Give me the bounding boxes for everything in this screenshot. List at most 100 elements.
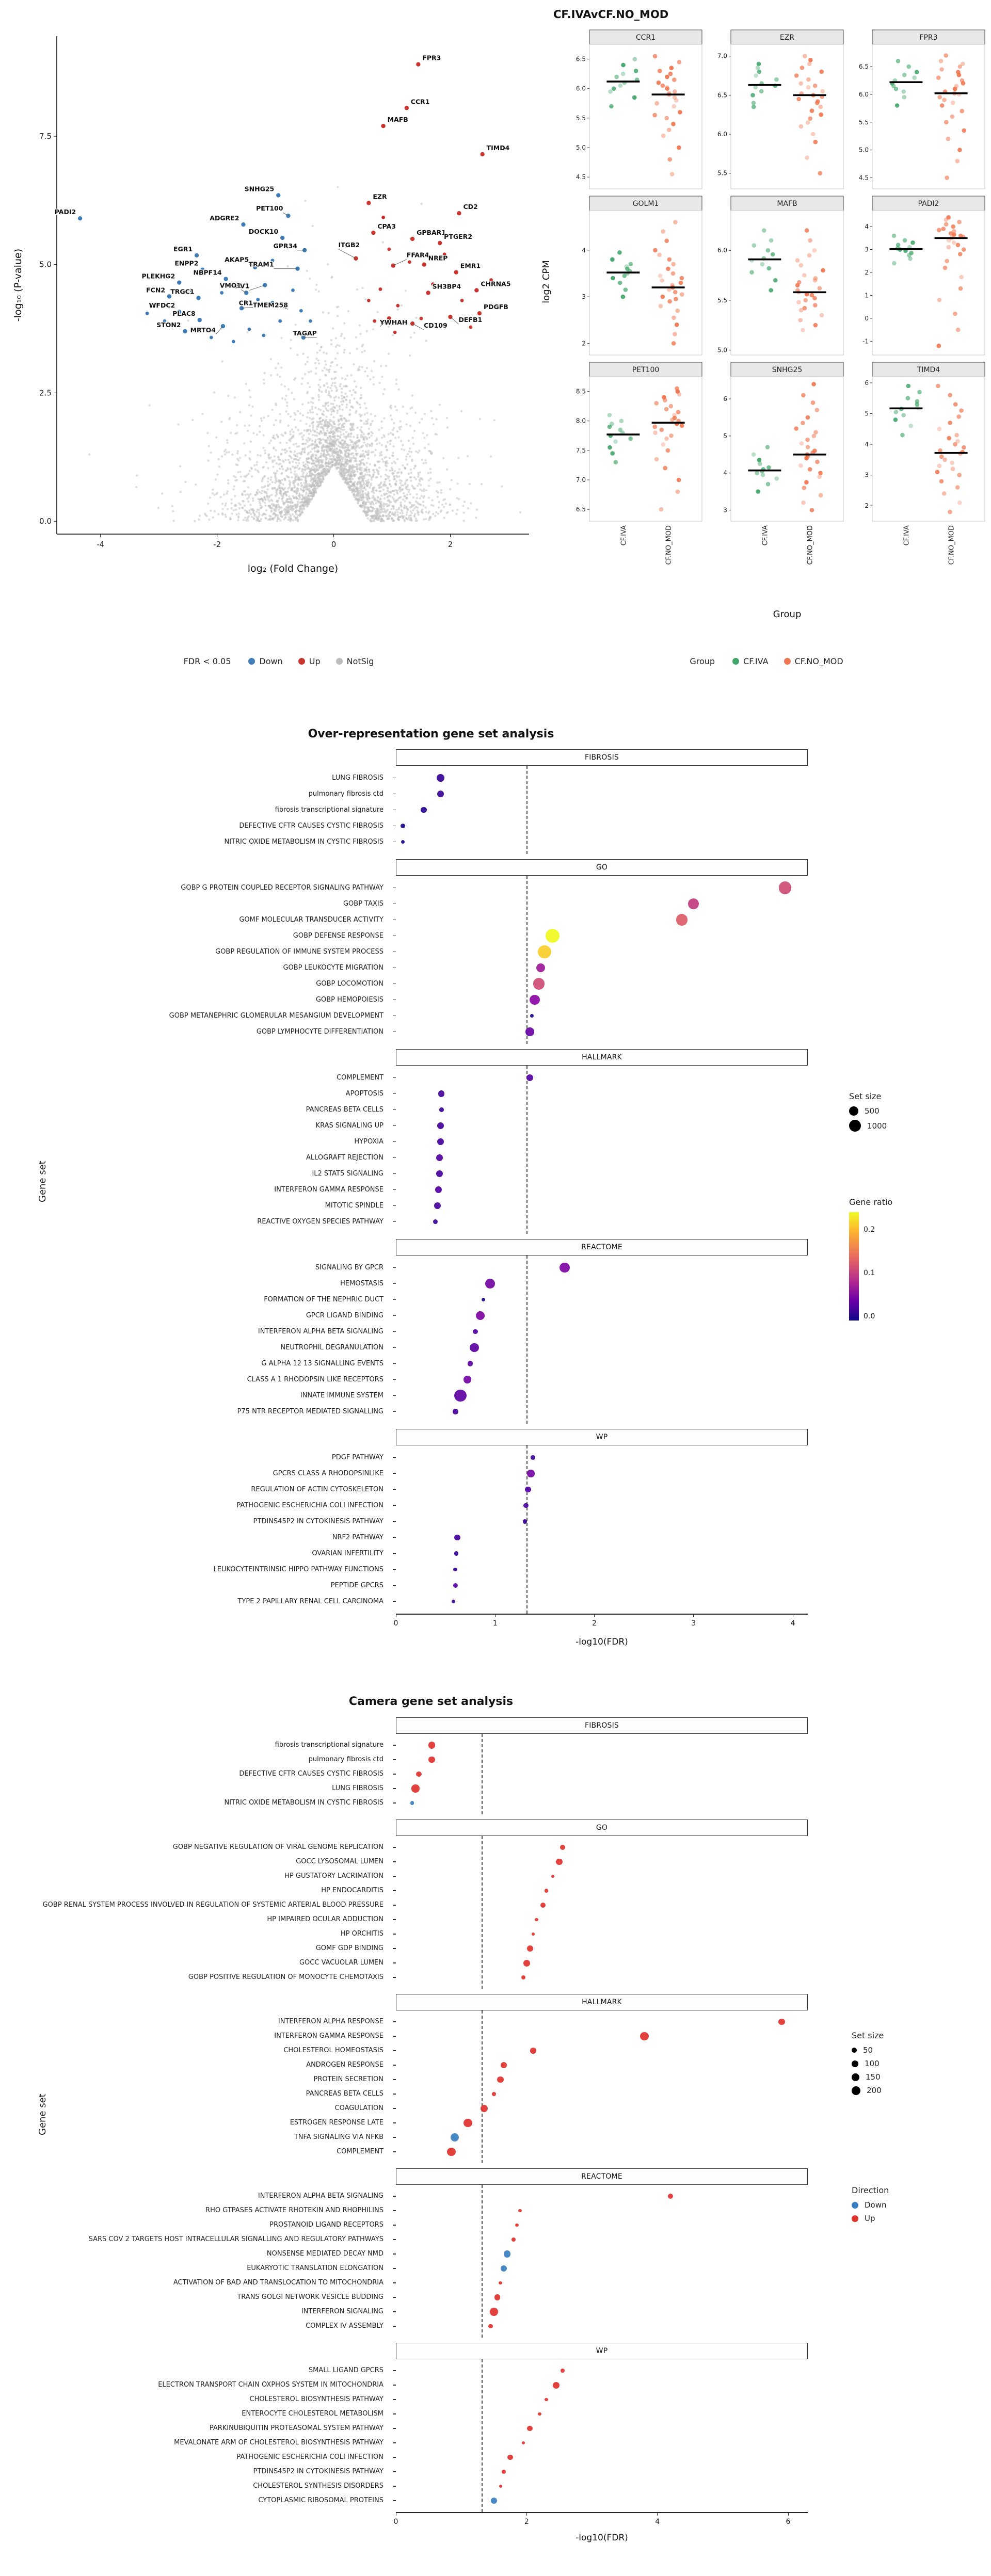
gene-label: TRAM1 <box>249 261 274 268</box>
volcano-notsig-point <box>306 391 309 393</box>
gene-set-dot <box>518 2209 522 2213</box>
gene-set-label: TNFA SIGNALING VIA NFKB <box>294 2133 383 2141</box>
volcano-notsig-point <box>422 501 424 503</box>
volcano-notsig-point <box>370 482 372 485</box>
volcano-notsig-point <box>384 461 387 464</box>
volcano-notsig-point <box>339 408 341 410</box>
volcano-notsig-point <box>316 463 319 466</box>
volcano-notsig-point <box>386 487 389 489</box>
volcano-notsig-point <box>415 496 418 500</box>
volcano-notsig-point <box>466 455 469 458</box>
volcano-notsig-point <box>316 481 319 485</box>
volcano-notsig-point <box>449 503 452 506</box>
expression-point <box>946 136 951 141</box>
volcano-notsig-point <box>336 409 339 412</box>
volcano-notsig-point <box>325 407 327 410</box>
y-axis-tick <box>393 1411 396 1412</box>
volcano-notsig-point <box>429 477 432 480</box>
volcano-notsig-point <box>340 366 343 369</box>
volcano-notsig-point <box>317 477 321 480</box>
volcano-notsig-point <box>172 510 174 512</box>
y-axis-tick <box>393 1601 396 1602</box>
gene-ratio-tick-00: 0.0 <box>864 1312 875 1321</box>
volcano-notsig-point <box>440 509 443 512</box>
facet-strip-label: TIMD4 <box>917 366 940 374</box>
volcano-notsig-point <box>348 457 351 459</box>
gene-label: CD109 <box>424 321 447 329</box>
volcano-notsig-point <box>258 513 261 516</box>
volcano-notsig-point <box>201 412 204 415</box>
volcano-notsig-point <box>301 414 305 417</box>
volcano-up-point <box>387 247 391 251</box>
volcano-notsig-point <box>408 501 411 504</box>
direction-legend-title: Direction <box>852 2185 889 2195</box>
gene-ratio-colorbar-wrap: 0.2 0.1 0.0 <box>849 1212 892 1321</box>
expression-point <box>654 401 659 406</box>
volcano-notsig-point <box>286 476 290 478</box>
volcano-notsig-point <box>432 423 435 426</box>
volcano-notsig-point <box>305 493 308 496</box>
volcano-gene-point <box>457 211 461 216</box>
volcano-notsig-point <box>250 468 253 470</box>
volcano-notsig-point <box>292 443 295 446</box>
volcano-notsig-point <box>313 430 316 432</box>
volcano-notsig-point <box>335 389 338 391</box>
expression-point <box>935 470 940 474</box>
expression-point <box>902 72 907 77</box>
volcano-notsig-point <box>419 471 421 474</box>
volcano-notsig-point <box>462 511 465 514</box>
x-axis-group-label: CF.NO_MOD <box>807 525 814 565</box>
volcano-up-point <box>373 319 377 323</box>
gene-set-label: NITRIC OXIDE METABOLISM IN CYSTIC FIBROS… <box>224 1799 383 1807</box>
volcano-notsig-point <box>358 368 361 372</box>
volcano-notsig-point <box>364 298 367 301</box>
volcano-notsig-point <box>372 473 375 476</box>
volcano-notsig-point <box>392 519 395 522</box>
volcano-notsig-point <box>394 514 396 517</box>
volcano-notsig-point <box>375 490 378 492</box>
volcano-notsig-point <box>445 468 449 471</box>
gene-set-label: CHOLESTEROL BIOSYNTHESIS PATHWAY <box>249 2395 383 2403</box>
y-axis-tick-label: 4 <box>865 223 869 230</box>
volcano-notsig-point <box>359 489 362 492</box>
volcano-notsig-point <box>349 424 352 426</box>
volcano-notsig-point <box>398 428 402 431</box>
volcano-notsig-point <box>399 420 402 423</box>
volcano-notsig-point <box>268 483 271 486</box>
volcano-notsig-point <box>216 473 219 476</box>
volcano-notsig-point <box>340 472 343 474</box>
volcano-notsig-point <box>187 319 189 322</box>
group-legend-title: Group <box>690 656 715 666</box>
volcano-notsig-point <box>231 512 233 515</box>
gene-set-label: GPCRS CLASS A RHODOPSINLIKE <box>273 1469 383 1477</box>
gene-label-leader-line <box>450 316 459 325</box>
y-axis-tick-label: 6.5 <box>859 63 869 70</box>
volcano-notsig-point <box>411 394 414 397</box>
expression-point <box>619 418 624 423</box>
volcano-notsig-point <box>278 468 281 470</box>
volcano-notsig-point <box>376 460 379 463</box>
expression-point <box>611 86 616 91</box>
volcano-notsig-point <box>337 452 340 455</box>
volcano-notsig-point <box>243 504 246 507</box>
volcano-notsig-point <box>367 501 370 503</box>
volcano-notsig-point <box>410 472 412 474</box>
gene-set-dot <box>536 963 546 973</box>
y-axis-tick-label: 6.5 <box>576 56 586 63</box>
volcano-notsig-point <box>344 462 346 464</box>
volcano-notsig-point <box>400 488 403 491</box>
volcano-notsig-point <box>312 455 314 458</box>
volcano-notsig-point <box>339 473 342 476</box>
volcano-notsig-point <box>302 352 305 355</box>
volcano-notsig-point <box>232 488 235 491</box>
volcano-notsig-point <box>354 473 357 476</box>
volcano-notsig-point <box>232 509 235 512</box>
volcano-notsig-point <box>286 265 289 268</box>
volcano-notsig-point <box>319 455 322 457</box>
volcano-notsig-point <box>286 401 289 404</box>
volcano-notsig-point <box>245 382 247 385</box>
volcano-notsig-point <box>356 402 359 405</box>
volcano-notsig-point <box>330 458 332 460</box>
expression-point <box>624 264 629 269</box>
